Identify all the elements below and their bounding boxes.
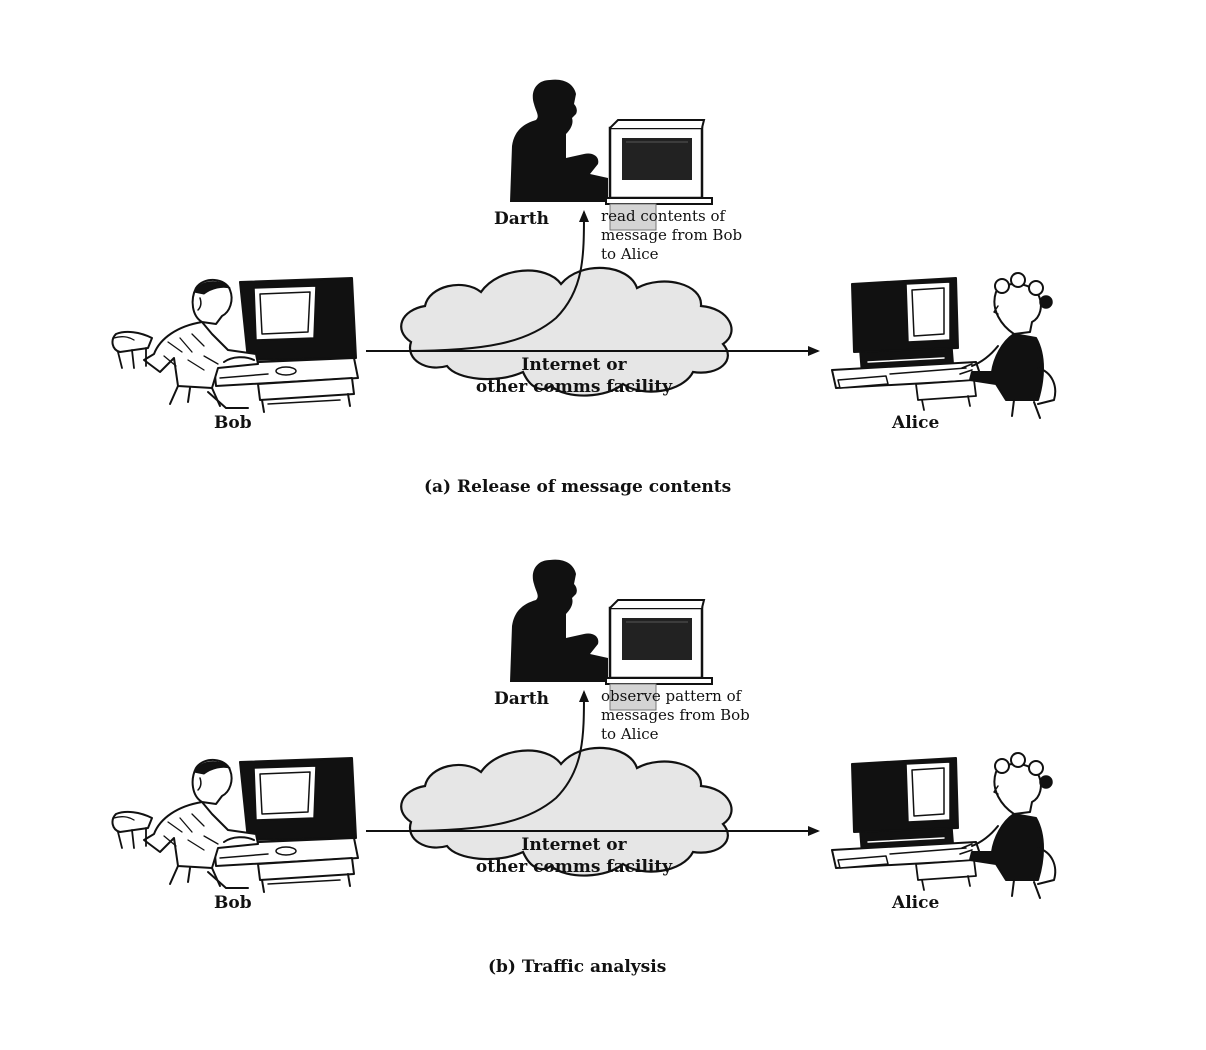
alice-illustration [831,272,1057,419]
interception-arrow [404,210,589,352]
darth-action-note: read contents of message from Bob to Ali… [601,207,743,263]
cloud-label: Internet or other comms facility [475,355,673,397]
alice-label: Alice [892,893,940,913]
bob-illustration [111,277,359,413]
interception-arrow [404,690,589,832]
panel-caption: (a) Release of message contents [424,477,732,497]
alice-label: Alice [892,413,940,433]
darth-label: Darth [494,209,549,229]
bob-label: Bob [214,893,252,913]
panel-caption: (b) Traffic analysis [488,957,667,977]
panel-b [111,558,1057,899]
bob-label: Bob [214,413,252,433]
alice-illustration [831,752,1057,899]
darth-action-note: observe pattern of messages from Bob to … [601,687,750,743]
cloud-label: Internet or other comms facility [475,835,673,877]
bob-illustration [111,757,359,893]
darth-label: Darth [494,689,549,709]
panel-a [111,78,1057,419]
